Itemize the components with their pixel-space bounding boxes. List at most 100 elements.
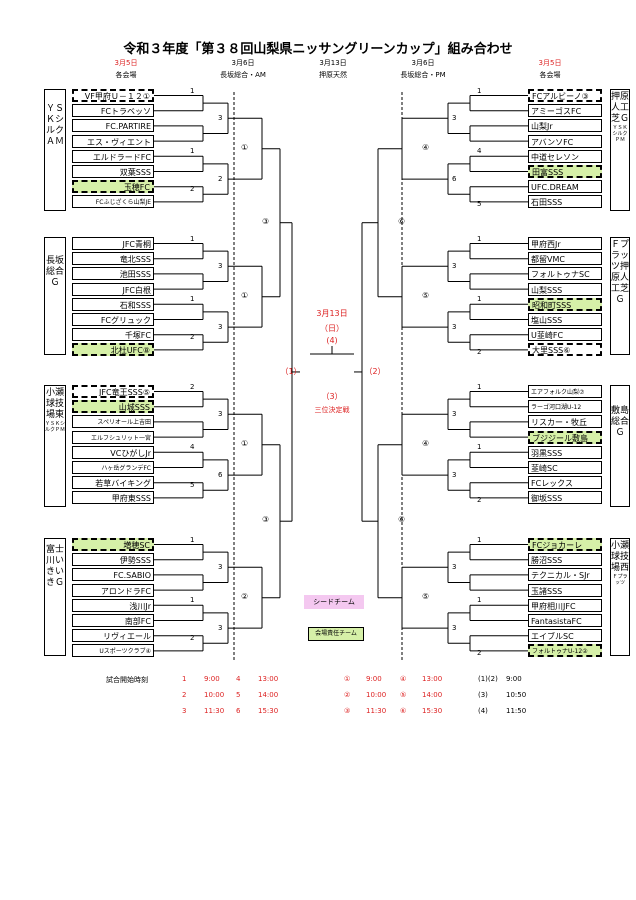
left-team-cell: FCふじざくら山梨JE <box>72 195 154 209</box>
left-team-cell: エス・ヴィエント <box>72 134 154 148</box>
match-number: 3 <box>452 563 457 572</box>
schedule-time: 13:00 <box>422 675 443 683</box>
left-team-cell: エルドラードFC <box>72 149 154 163</box>
left-team-cell: アロンドラFC <box>72 583 154 597</box>
legend-seed: シードチーム <box>304 595 364 609</box>
left-team-cell: JFC青桐 <box>72 237 154 250</box>
right-team-cell: FantasistaFC <box>528 614 602 627</box>
schedule-time: 10:00 <box>366 691 387 699</box>
venue-label: Ｆプラッツ押原人工芝Ｇ <box>611 240 630 305</box>
mid-left-venue: 長坂総合・AM <box>220 71 266 79</box>
match-number: 3 <box>218 323 223 332</box>
match-number: ④ <box>422 142 430 152</box>
match-number: 2 <box>190 633 195 642</box>
schedule-match: (1)(2) <box>478 675 498 683</box>
match-number: 2 <box>477 648 482 657</box>
venue-label: 富士川いきいきＧ <box>45 545 64 588</box>
left-team-cell: 玉穂FC <box>72 180 154 194</box>
mid-right-date: 3月6日 <box>411 59 435 67</box>
match-number: 2 <box>190 332 195 341</box>
third-place-label: 三位決定戦 <box>314 406 350 414</box>
schedule-match: ③ <box>344 707 351 715</box>
schedule-time: 13:00 <box>258 675 279 683</box>
final-date: 3月13日 <box>316 309 348 318</box>
match-number: 2 <box>190 184 195 193</box>
right-team-cell: 中道セレソン <box>528 149 602 163</box>
schedule-match: ④ <box>400 675 407 683</box>
schedule-time: 9:00 <box>366 675 382 683</box>
match-number: ④ <box>422 438 430 448</box>
right-team-cell: 御坂SSS <box>528 491 602 505</box>
left-team-cell: ハヶ岳グランデFC <box>72 461 154 474</box>
right-team-cell: 石田SSS <box>528 195 602 209</box>
mid-left-date: 3月6日 <box>231 59 255 67</box>
match-number: ② <box>241 591 249 601</box>
right-team-cell: エアフォルク山梨⑦ <box>528 385 602 398</box>
right-team-cell: アミーゴスFC <box>528 104 602 118</box>
schedule-time: 15:30 <box>258 707 279 715</box>
venue-label: 押原人工芝Ｇ <box>611 92 630 124</box>
left-team-cell: VCひがしJr <box>72 445 154 459</box>
legend-host: 会場責任チーム <box>308 627 364 641</box>
venue-box-left-4: 富士川いきいきＧ <box>44 538 66 656</box>
match-number: 1 <box>190 234 195 243</box>
match-number: 3 <box>452 410 457 419</box>
schedule-label: 試合開始時刻 <box>106 676 148 684</box>
left-team-cell: JFC白根 <box>72 282 154 296</box>
match-number: ③ <box>262 216 270 226</box>
match-number: 5 <box>190 480 195 489</box>
right-team-cell: FCジョカーレ <box>528 538 602 551</box>
match-number: 1 <box>477 382 482 391</box>
schedule-time: 15:30 <box>422 707 443 715</box>
left-team-cell: スペリオール上吉田 <box>72 415 154 429</box>
schedule-time: 11:30 <box>366 707 387 715</box>
left-team-cell: FC.PARTIRE <box>72 119 154 133</box>
schedule-time: 10:00 <box>204 691 225 699</box>
third-place-number: （3） <box>321 392 343 401</box>
schedule-match: ⑥ <box>400 707 407 715</box>
left-team-cell: 南部FC <box>72 614 154 627</box>
schedule-match: 6 <box>236 707 241 715</box>
venue-box-right-2: Ｆプラッツ押原人工芝Ｇ <box>610 237 630 355</box>
center-venue: 押原天然 <box>319 71 347 79</box>
match-number: ① <box>241 438 249 448</box>
match-number: 3 <box>452 471 457 480</box>
venue-label: 小瀬球技場東 <box>45 388 64 420</box>
match-number: 3 <box>452 114 457 123</box>
match-number: ⑥ <box>398 216 406 226</box>
left-team-cell: VF甲府Ｕ－１２① <box>72 89 154 102</box>
venue-box-left-1: ＹＳＫシルクＡＭ <box>44 89 66 211</box>
right-team-cell: フォルトゥナSC <box>528 267 602 281</box>
right-team-cell: 玉諸SSS <box>528 583 602 597</box>
right-team-cell: 田富SSS <box>528 165 602 178</box>
right-team-cell: フォルトゥナU-12② <box>528 644 602 658</box>
semi-left-number: （1） <box>280 367 302 376</box>
match-number: 3 <box>452 624 457 633</box>
match-number: 2 <box>218 175 223 184</box>
right-team-cell: ブジジール敷島 <box>528 430 602 444</box>
venue-sublabel: Ｆプラッツ <box>612 574 628 586</box>
right-venue: 各会場 <box>539 71 561 79</box>
match-number: ③ <box>262 515 270 525</box>
schedule-match: 3 <box>182 707 187 715</box>
right-team-cell: 甲府相川JFC <box>528 598 602 612</box>
match-number: 2 <box>477 347 482 356</box>
match-number: ① <box>241 290 249 300</box>
schedule-match: ① <box>344 675 351 683</box>
center-date: 3月13日 <box>319 59 347 67</box>
right-team-cell: 塩山SSS <box>528 313 602 326</box>
venue-box-right-3: 敷島総合Ｇ <box>610 385 630 507</box>
schedule-time: 14:00 <box>258 691 279 699</box>
right-team-cell: 勝沼SSS <box>528 553 602 567</box>
left-team-cell: FCグリュック <box>72 313 154 326</box>
match-number: 1 <box>190 295 195 304</box>
match-number: 4 <box>190 443 195 452</box>
left-team-cell: FC.SABIO <box>72 568 154 582</box>
left-team-cell: 増穂SC <box>72 538 154 551</box>
left-team-cell: 伊勢SSS <box>72 553 154 567</box>
right-team-cell: テクニカル・SJr <box>528 568 602 582</box>
match-number: 3 <box>452 323 457 332</box>
left-team-cell: 浅川Jr <box>72 598 154 612</box>
match-number: 5 <box>477 199 482 208</box>
